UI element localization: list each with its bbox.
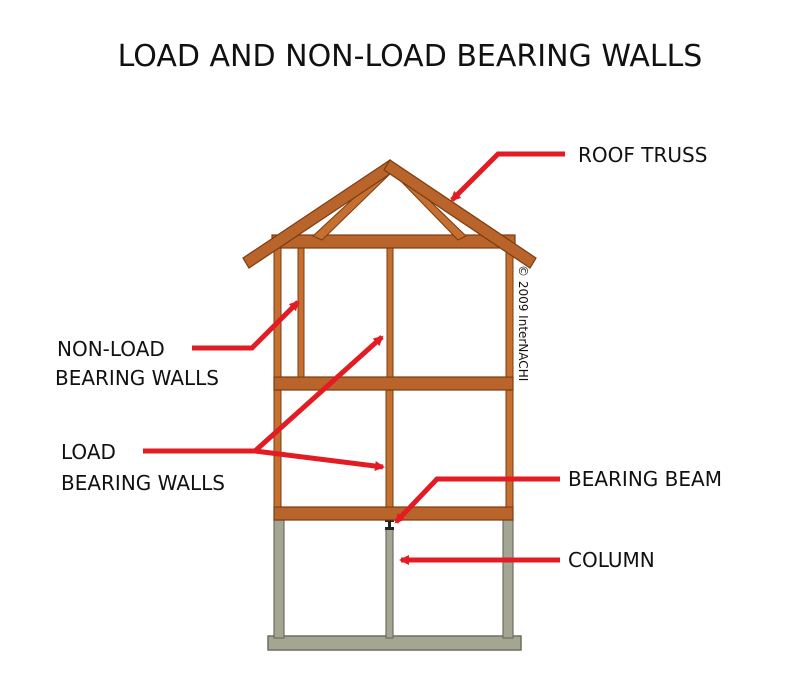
label-bearing-beam: BEARING BEAM xyxy=(568,467,722,491)
column-cap-flange xyxy=(385,527,394,530)
copyright-notice: © 2009 InterNACHI xyxy=(516,265,530,381)
column-cap-web xyxy=(388,522,391,527)
label-roof-truss: ROOF TRUSS xyxy=(578,143,707,167)
arrow-load-bearing-wall-lower xyxy=(254,448,385,471)
label-column: COLUMN xyxy=(568,548,655,572)
second-floor-stud-right xyxy=(505,247,514,378)
column xyxy=(385,527,394,639)
bearing-beam xyxy=(273,506,514,521)
arrow-non-load-bearing-wall xyxy=(192,300,300,351)
first-floor-stud-right xyxy=(505,389,514,508)
second-floor-non-load-stud xyxy=(297,247,305,378)
second-floor-load-bearing-stud xyxy=(386,247,394,378)
label-load-line2: BEARING WALLS xyxy=(61,471,225,495)
label-load-line1: LOAD xyxy=(61,440,116,464)
first-floor-load-bearing-stud xyxy=(385,389,394,508)
arrow-load-bearing-wall-upper xyxy=(143,335,384,454)
label-non-load-line1: NON-LOAD xyxy=(57,337,165,361)
page-title: LOAD AND NON-LOAD BEARING WALLS xyxy=(118,39,703,74)
second-floor-platform xyxy=(273,376,514,391)
rafter-left xyxy=(242,159,397,269)
label-non-load-line2: BEARING WALLS xyxy=(55,366,219,390)
foundation-wall-left xyxy=(273,519,285,639)
arrow-roof-truss xyxy=(450,151,565,202)
house-frame xyxy=(242,159,537,651)
foundation-wall-right xyxy=(502,519,514,639)
footing xyxy=(267,635,522,651)
first-floor-stud-left xyxy=(273,389,282,508)
rafter-right xyxy=(383,159,537,269)
arrow-bearing-beam xyxy=(394,476,560,524)
callout-arrows xyxy=(143,151,565,565)
second-floor-stud-left xyxy=(273,247,282,378)
ceiling-joist xyxy=(271,234,516,249)
